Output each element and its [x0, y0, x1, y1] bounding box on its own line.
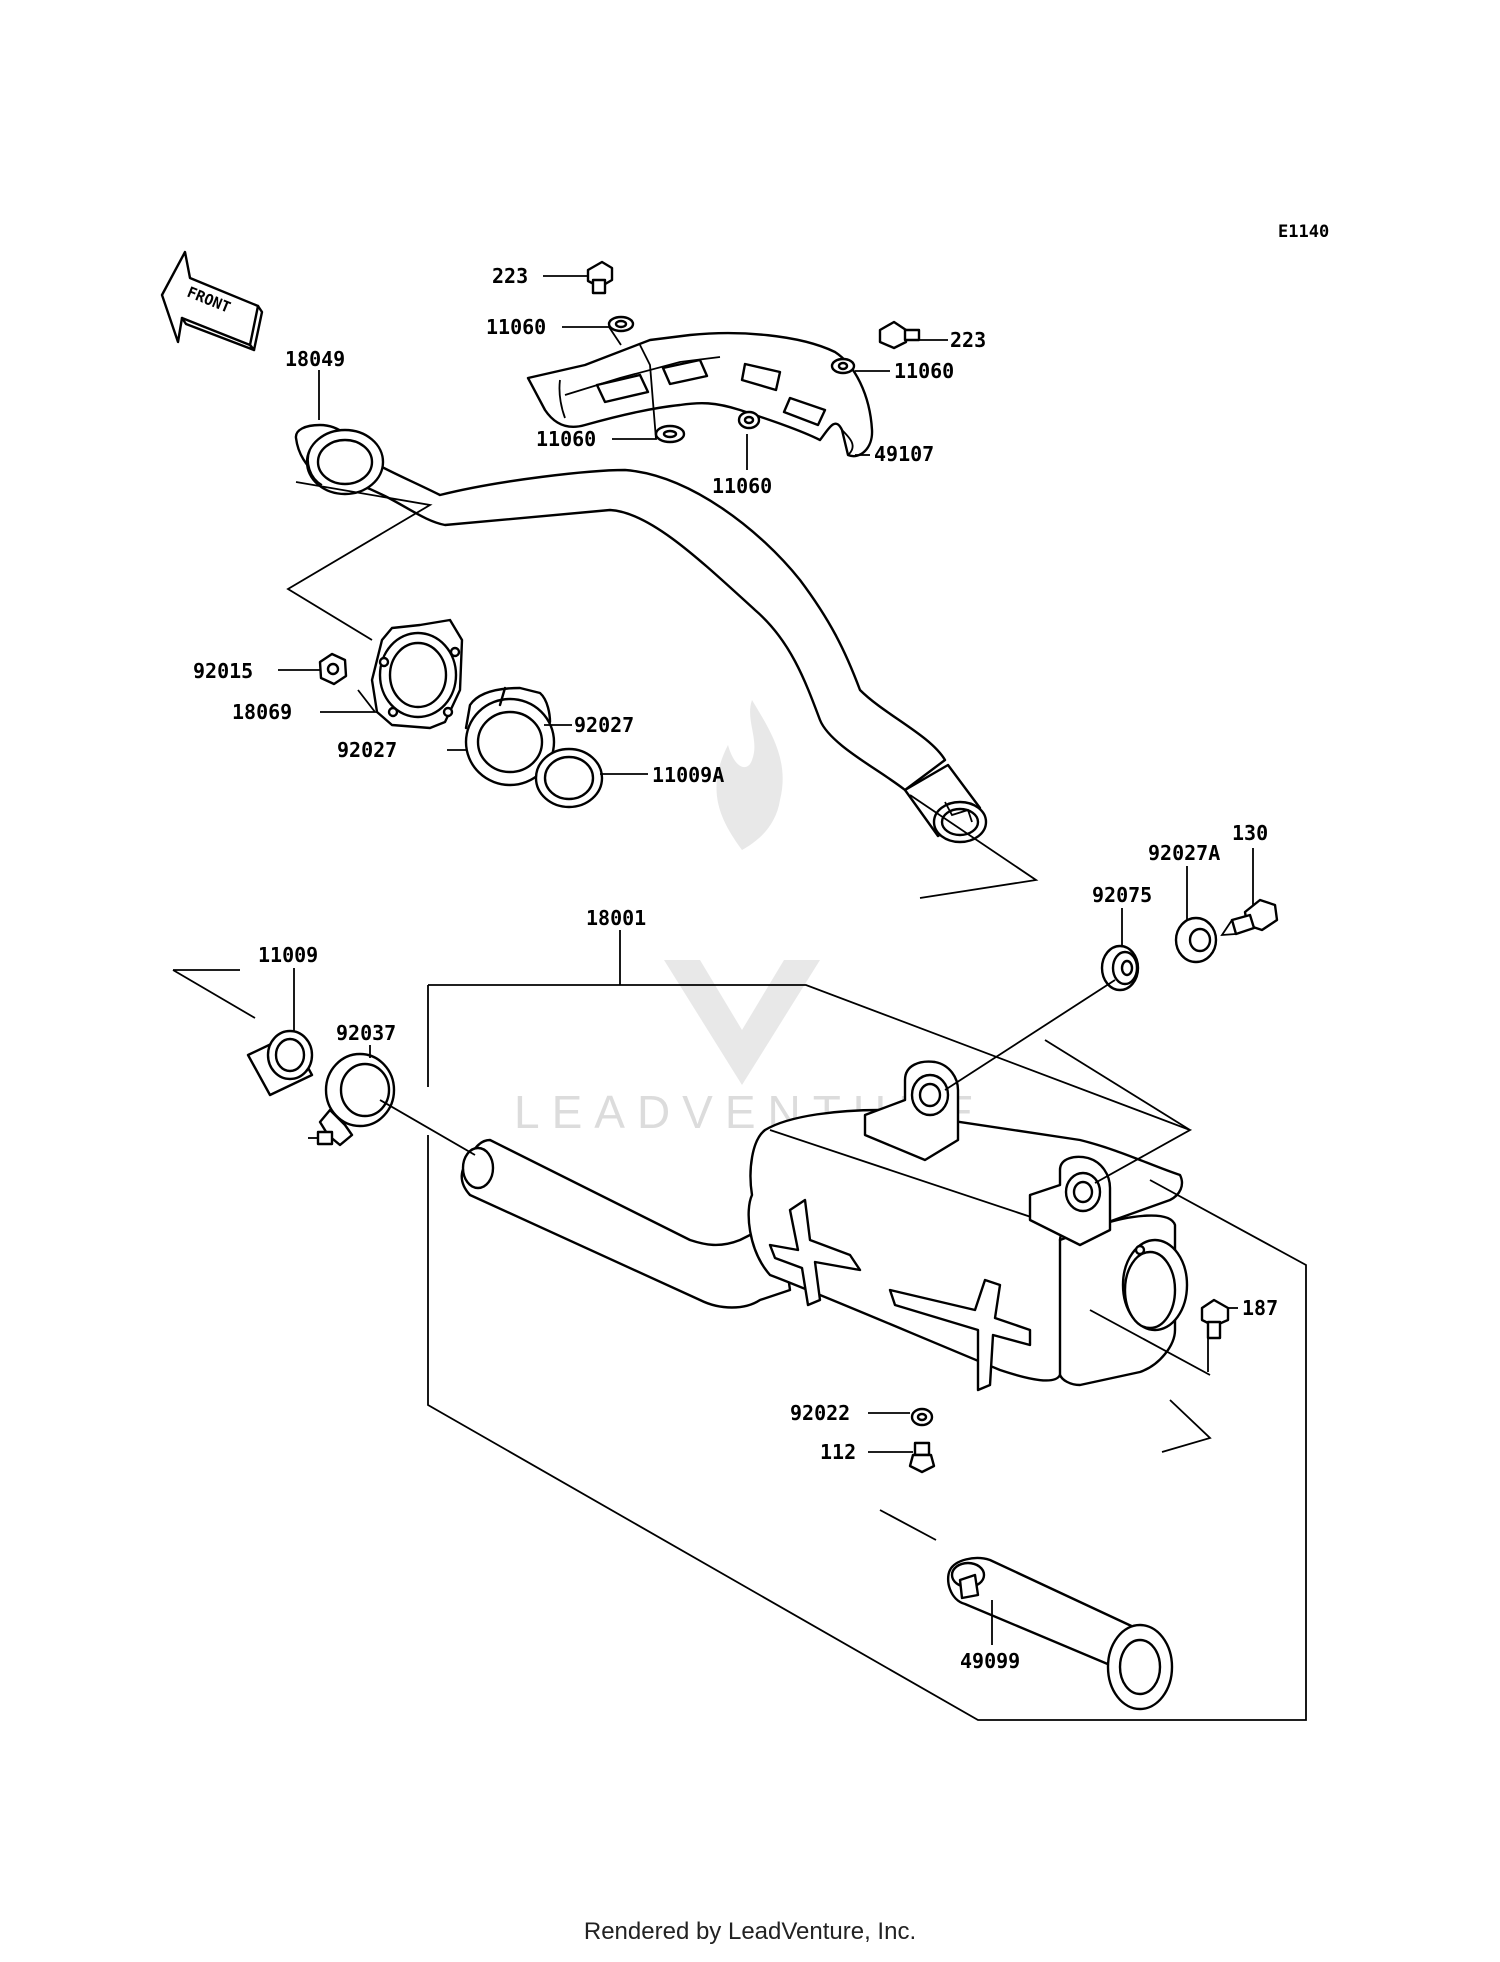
- callout-223-right: 223: [950, 328, 986, 352]
- callout-18069: 18069: [232, 700, 292, 724]
- callout-18001: 18001: [586, 906, 646, 930]
- spark-arrester-49099: [946, 1556, 1174, 1711]
- washer-11060-b-icon: [830, 357, 856, 375]
- bolt-112-icon: [908, 1441, 936, 1474]
- washer-11060-d-icon: [737, 410, 761, 430]
- bolt-130-icon: [1220, 898, 1279, 937]
- clamp-92037-icon: [308, 1052, 396, 1147]
- bolt-223-right-icon: [878, 320, 921, 350]
- bolt-223-upper-icon: [586, 260, 614, 295]
- callout-92022: 92022: [790, 1401, 850, 1425]
- callout-leaders: [278, 275, 1254, 1645]
- heat-shield-49107: [526, 331, 874, 458]
- callout-11009: 11009: [258, 943, 318, 967]
- ring-11009A-icon: [534, 747, 604, 809]
- callout-92075: 92075: [1092, 883, 1152, 907]
- washer-11060-c-icon: [654, 424, 686, 444]
- callout-92027-right: 92027: [574, 713, 634, 737]
- callout-92037: 92037: [336, 1021, 396, 1045]
- flange-18069: [370, 618, 464, 730]
- callout-labels: 223 11060 223 11060 18049 11060 11060 49…: [193, 264, 1278, 1673]
- callout-11060-a: 11060: [486, 315, 546, 339]
- callout-187: 187: [1242, 1296, 1278, 1320]
- callout-11060-d: 11060: [712, 474, 772, 498]
- callout-49107: 49107: [874, 442, 934, 466]
- washer-92022-icon: [910, 1407, 934, 1427]
- callout-92027A: 92027A: [1148, 841, 1220, 865]
- ring-11009-icon: [246, 1029, 314, 1097]
- footer-credit: Rendered by LeadVenture, Inc.: [583, 1918, 917, 1945]
- gasket-92027-icon: [464, 686, 556, 787]
- diagram-id: E1140: [1278, 222, 1329, 242]
- callout-223-upper: 223: [492, 264, 528, 288]
- callout-112: 112: [820, 1440, 856, 1464]
- callout-11060-b: 11060: [894, 359, 954, 383]
- callout-92027-left: 92027: [337, 738, 397, 762]
- washer-11060-a-icon: [607, 315, 635, 333]
- callout-49099: 49099: [960, 1649, 1020, 1673]
- callout-11009A: 11009A: [652, 763, 724, 787]
- muffler-18001: [460, 1060, 1189, 1392]
- grommet-92075-icon: [1100, 944, 1140, 992]
- callout-92015: 92015: [193, 659, 253, 683]
- callout-11060-c: 11060: [536, 427, 596, 451]
- collar-92027A-icon: [1174, 916, 1218, 964]
- callout-18049: 18049: [285, 347, 345, 371]
- nut-92015-icon: [318, 652, 348, 686]
- exhaust-pipe-18049: [294, 423, 988, 844]
- front-arrow-icon: FRONT: [160, 250, 264, 352]
- assembly-lines: [172, 481, 1307, 1721]
- bolt-187-icon: [1200, 1298, 1230, 1340]
- callout-130: 130: [1232, 821, 1268, 845]
